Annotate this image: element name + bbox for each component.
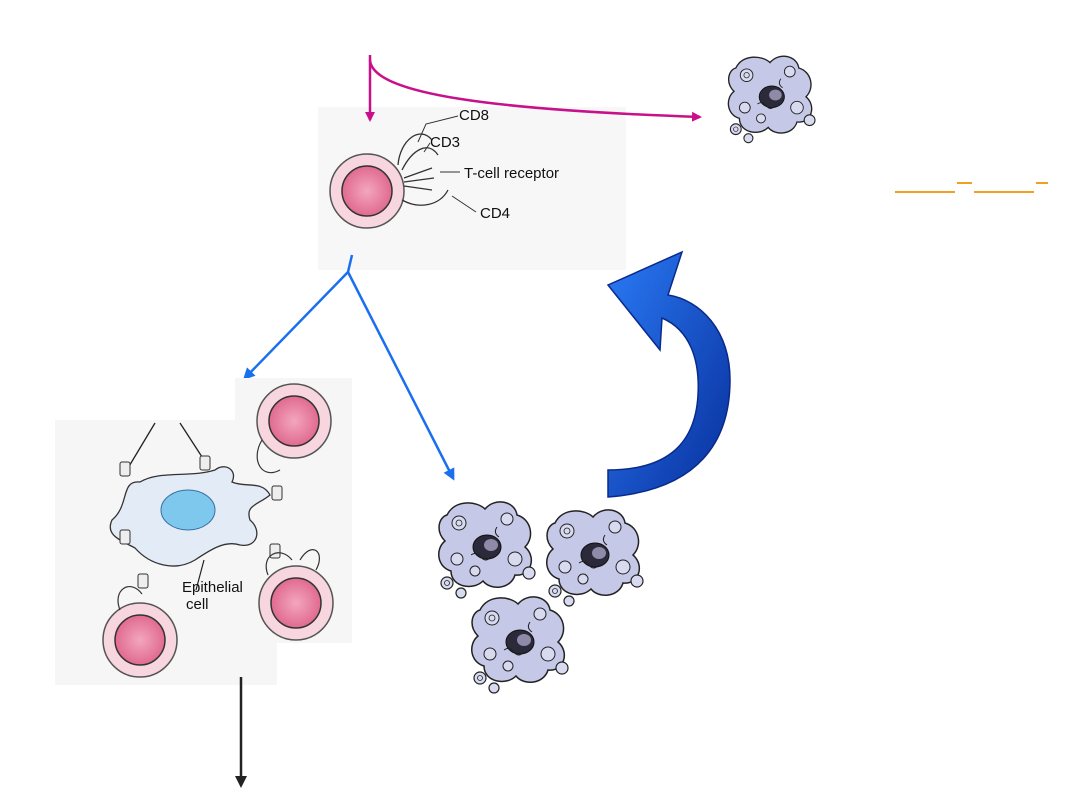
- parasite-cluster-left: [438, 501, 536, 599]
- curved-feedback-arrow: [606, 250, 731, 498]
- epithelial-nucleus: [160, 489, 216, 531]
- cd8-leader: [417, 115, 459, 143]
- label-cd3: CD3: [430, 134, 460, 151]
- parasite-cluster-bottom: [471, 596, 569, 694]
- parasite-top-right: [727, 55, 816, 144]
- epithelial-cell-group: [102, 383, 334, 678]
- t-cell-epithelial-bottom-right: [258, 565, 334, 641]
- t-cell-epithelial-bottom-left: [102, 602, 178, 678]
- blue-stem: [346, 254, 354, 273]
- label-epithelial-line2: cell: [186, 596, 209, 613]
- label-cd4: CD4: [480, 205, 510, 222]
- magenta-right-arrow: [368, 59, 702, 122]
- blue-arrow-right: [346, 271, 455, 481]
- label-cd8: CD8: [459, 107, 489, 124]
- parasite-cluster-right: [546, 509, 644, 607]
- blue-arrow-left: [242, 271, 349, 381]
- cd4-leader: [451, 195, 477, 213]
- label-epithelial-line1: Epithelial: [182, 579, 243, 596]
- link-underlines: [895, 182, 1048, 193]
- label-tcr: T-cell receptor: [464, 165, 559, 182]
- t-cell-top: [329, 115, 477, 229]
- t-cell-epithelial-top-right: [256, 383, 332, 459]
- cd3-leader: [423, 142, 431, 153]
